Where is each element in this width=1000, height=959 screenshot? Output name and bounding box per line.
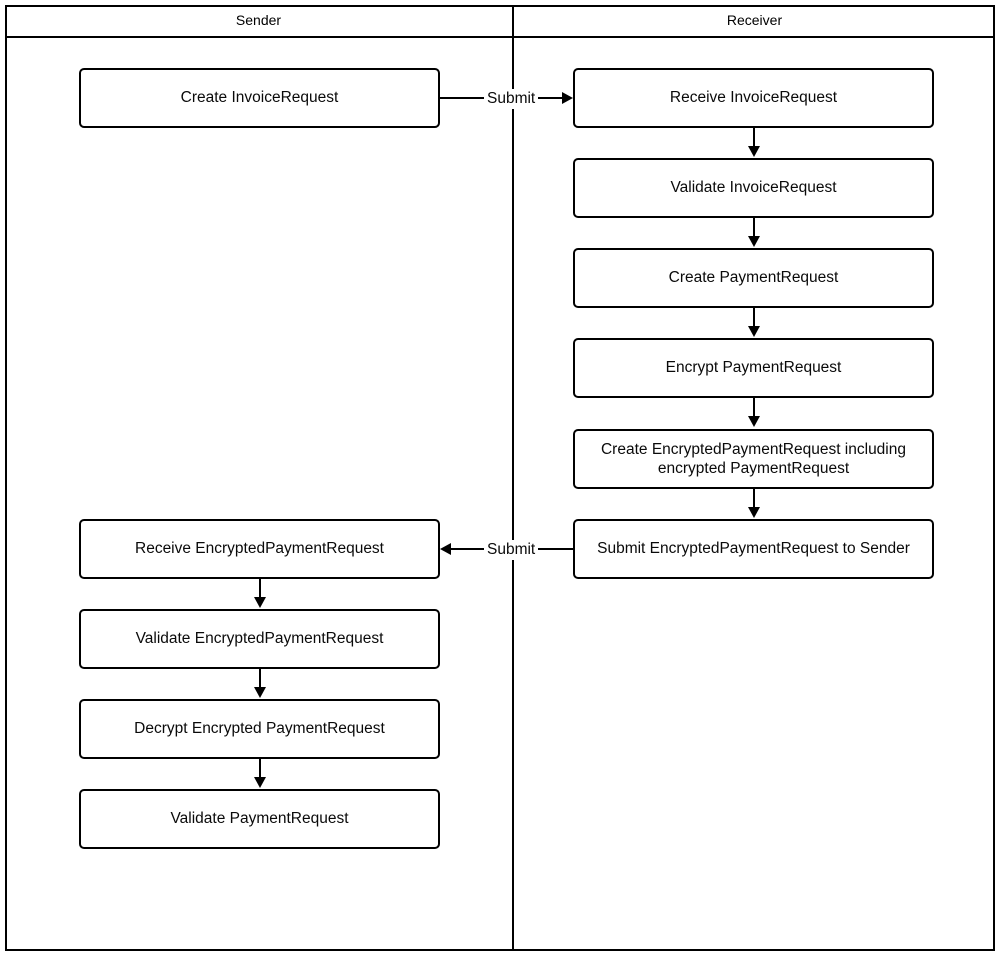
- node-submit-encryptedpaymentrequest-to-sender[interactable]: Submit EncryptedPaymentRequest to Sender: [573, 519, 934, 579]
- node-validate-invoicerequest[interactable]: Validate InvoiceRequest: [573, 158, 934, 218]
- node-label-submit-encryptedpaymentrequest-to-sender: Submit EncryptedPaymentRequest to Sender: [597, 540, 910, 558]
- lane-title-sender: Sender: [235, 12, 282, 28]
- node-label-encrypt-paymentrequest: Encrypt PaymentRequest: [665, 359, 842, 377]
- connector-validate-invoicerequest-to-create-paymentrequest: [753, 218, 755, 241]
- arrowhead-down-to-submit-encryptedpaymentrequest: [748, 507, 760, 518]
- lane-title-receiver: Receiver: [726, 12, 783, 28]
- arrowhead-down-to-create-paymentrequest: [748, 236, 760, 247]
- node-receive-encryptedpaymentrequest[interactable]: Receive EncryptedPaymentRequest: [79, 519, 440, 579]
- arrowhead-left-to-receive-encryptedpaymentrequest: [440, 543, 451, 555]
- arrowhead-down-to-decrypt-paymentrequest: [254, 687, 266, 698]
- node-label-validate-encryptedpaymentrequest: Validate EncryptedPaymentRequest: [135, 630, 384, 648]
- connector-validate-encrypted-to-decrypt: [259, 669, 261, 692]
- node-decrypt-encrypted-paymentrequest[interactable]: Decrypt Encrypted PaymentRequest: [79, 699, 440, 759]
- node-label-create-invoicerequest: Create InvoiceRequest: [180, 89, 339, 107]
- arrowhead-down-to-encrypt-paymentrequest: [748, 326, 760, 337]
- node-create-invoicerequest[interactable]: Create InvoiceRequest: [79, 68, 440, 128]
- arrowhead-down-to-validate-paymentrequest: [254, 777, 266, 788]
- node-validate-encryptedpaymentrequest[interactable]: Validate EncryptedPaymentRequest: [79, 609, 440, 669]
- lane-header-divider: [5, 36, 995, 38]
- node-validate-paymentrequest[interactable]: Validate PaymentRequest: [79, 789, 440, 849]
- node-label-decrypt-encrypted-paymentrequest: Decrypt Encrypted PaymentRequest: [134, 720, 385, 738]
- node-label-receive-invoicerequest: Receive InvoiceRequest: [669, 89, 838, 107]
- arrowhead-down-to-create-encryptedpaymentrequest: [748, 416, 760, 427]
- node-label-receive-encryptedpaymentrequest: Receive EncryptedPaymentRequest: [135, 540, 384, 558]
- arrowhead-down-to-validate-invoicerequest: [748, 146, 760, 157]
- node-label-create-paymentrequest: Create PaymentRequest: [668, 269, 839, 287]
- node-create-encryptedpaymentrequest[interactable]: Create EncryptedPaymentRequest including…: [573, 429, 934, 489]
- edge-label-submit-to-receiver: Submit: [484, 89, 539, 109]
- connector-create-encryptedpaymentrequest-to-submit: [753, 489, 755, 512]
- lane-vertical-divider: [512, 5, 514, 951]
- connector-encrypt-to-create-encryptedpaymentrequest: [753, 398, 755, 421]
- node-receive-invoicerequest[interactable]: Receive InvoiceRequest: [573, 68, 934, 128]
- connector-receive-to-validate-encryptedpaymentrequest: [259, 579, 261, 602]
- connector-decrypt-to-validate-paymentrequest: [259, 759, 261, 782]
- node-label-create-encryptedpaymentrequest: Create EncryptedPaymentRequest including…: [600, 440, 906, 477]
- connector-receive-to-validate-invoicerequest: [753, 128, 755, 151]
- connector-create-to-encrypt-paymentrequest: [753, 308, 755, 331]
- arrowhead-right-to-receive-invoicerequest: [562, 92, 573, 104]
- node-label-validate-invoicerequest: Validate InvoiceRequest: [670, 179, 837, 197]
- node-label-validate-paymentrequest: Validate PaymentRequest: [170, 810, 349, 828]
- node-encrypt-paymentrequest[interactable]: Encrypt PaymentRequest: [573, 338, 934, 398]
- node-create-paymentrequest[interactable]: Create PaymentRequest: [573, 248, 934, 308]
- arrowhead-down-to-validate-encryptedpaymentrequest: [254, 597, 266, 608]
- edge-label-submit-to-sender: Submit: [484, 540, 539, 560]
